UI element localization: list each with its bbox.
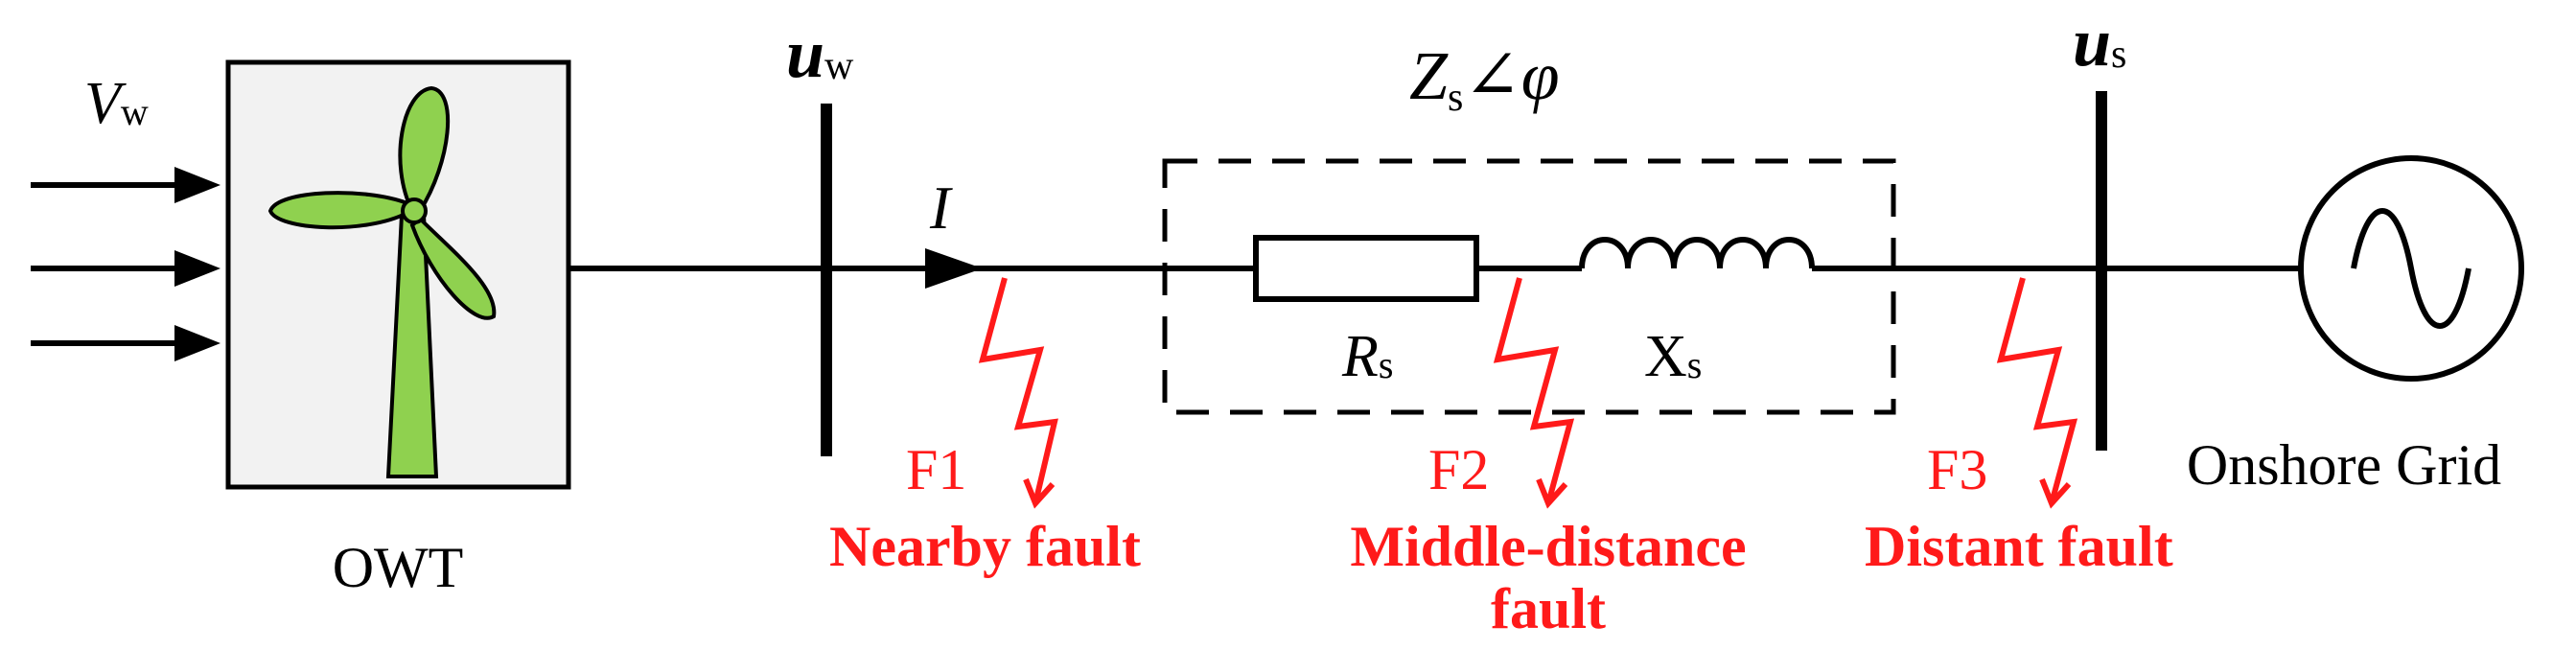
reactance-symbol: X: [1644, 324, 1687, 389]
resistance-symbol: R: [1341, 324, 1379, 389]
fault-f1: F1 Nearby fault: [829, 277, 1141, 578]
current-arrow: [925, 248, 983, 289]
resistance-subscript: s: [1379, 343, 1394, 386]
fault-label: F1: [906, 438, 966, 501]
impedance-box: [1162, 158, 1896, 415]
uw-subscript: w: [824, 44, 854, 88]
wind-arrow-head: [174, 325, 220, 361]
fault-arrow-tip: [2039, 477, 2072, 509]
reactance-subscript: s: [1687, 343, 1703, 386]
turbine-label: OWT: [333, 536, 464, 599]
turbine-blade: [398, 85, 451, 213]
impedance-angle: ∠φ: [1463, 37, 1559, 114]
grid-label: Onshore Grid: [2187, 433, 2501, 497]
resistor-icon: [1253, 235, 1479, 302]
sine-wave: [2351, 208, 2472, 329]
fault-description: fault: [1491, 577, 1606, 640]
fault-arrow-tip: [1536, 477, 1568, 509]
lightning-bolt-icon: [1996, 277, 2078, 504]
current-label: I: [929, 174, 953, 242]
fault-label: F3: [1927, 438, 1987, 501]
wind-turbine-icon: [267, 85, 497, 478]
fault-f3: F3 Distant fault: [1865, 277, 2173, 578]
reactance-label: Xs: [1644, 324, 1702, 389]
ac-source-icon: [2298, 155, 2524, 382]
uw-symbol: u: [786, 15, 824, 92]
fault-description: Middle-distance: [1350, 515, 1746, 578]
turbine-blade: [267, 191, 409, 230]
us-label: us: [2073, 4, 2126, 81]
wind-speed-subscript: w: [121, 90, 149, 133]
lightning-bolt-icon: [978, 277, 1058, 504]
wind-arrow-head: [174, 250, 220, 287]
fault-arrow-tip: [1023, 477, 1056, 509]
wind-arrows: [31, 167, 220, 361]
lightning-bolt-icon: [1493, 277, 1575, 504]
uw-label: uw: [786, 15, 854, 92]
turbine-hub: [401, 197, 428, 224]
turbine-blade: [409, 216, 497, 320]
impedance-label: Zs∠φ: [1409, 37, 1560, 120]
us-subscript: s: [2111, 33, 2126, 77]
impedance-symbol: Z: [1409, 37, 1449, 114]
fault-description: Nearby fault: [829, 515, 1141, 578]
impedance-subscript: s: [1448, 76, 1463, 120]
resistance-label: Rs: [1341, 324, 1393, 389]
wind-speed-label: Vw: [84, 71, 149, 136]
fault-f2: F2 Middle-distance fault: [1350, 277, 1747, 640]
us-symbol: u: [2073, 4, 2111, 81]
wind-speed-symbol: V: [84, 71, 127, 136]
fault-description: Distant fault: [1865, 515, 2173, 578]
grid-circle: [2298, 155, 2524, 382]
fault-label: F2: [1428, 438, 1489, 501]
wind-arrow-head: [174, 167, 220, 203]
inductor-icon: [1579, 237, 1815, 269]
